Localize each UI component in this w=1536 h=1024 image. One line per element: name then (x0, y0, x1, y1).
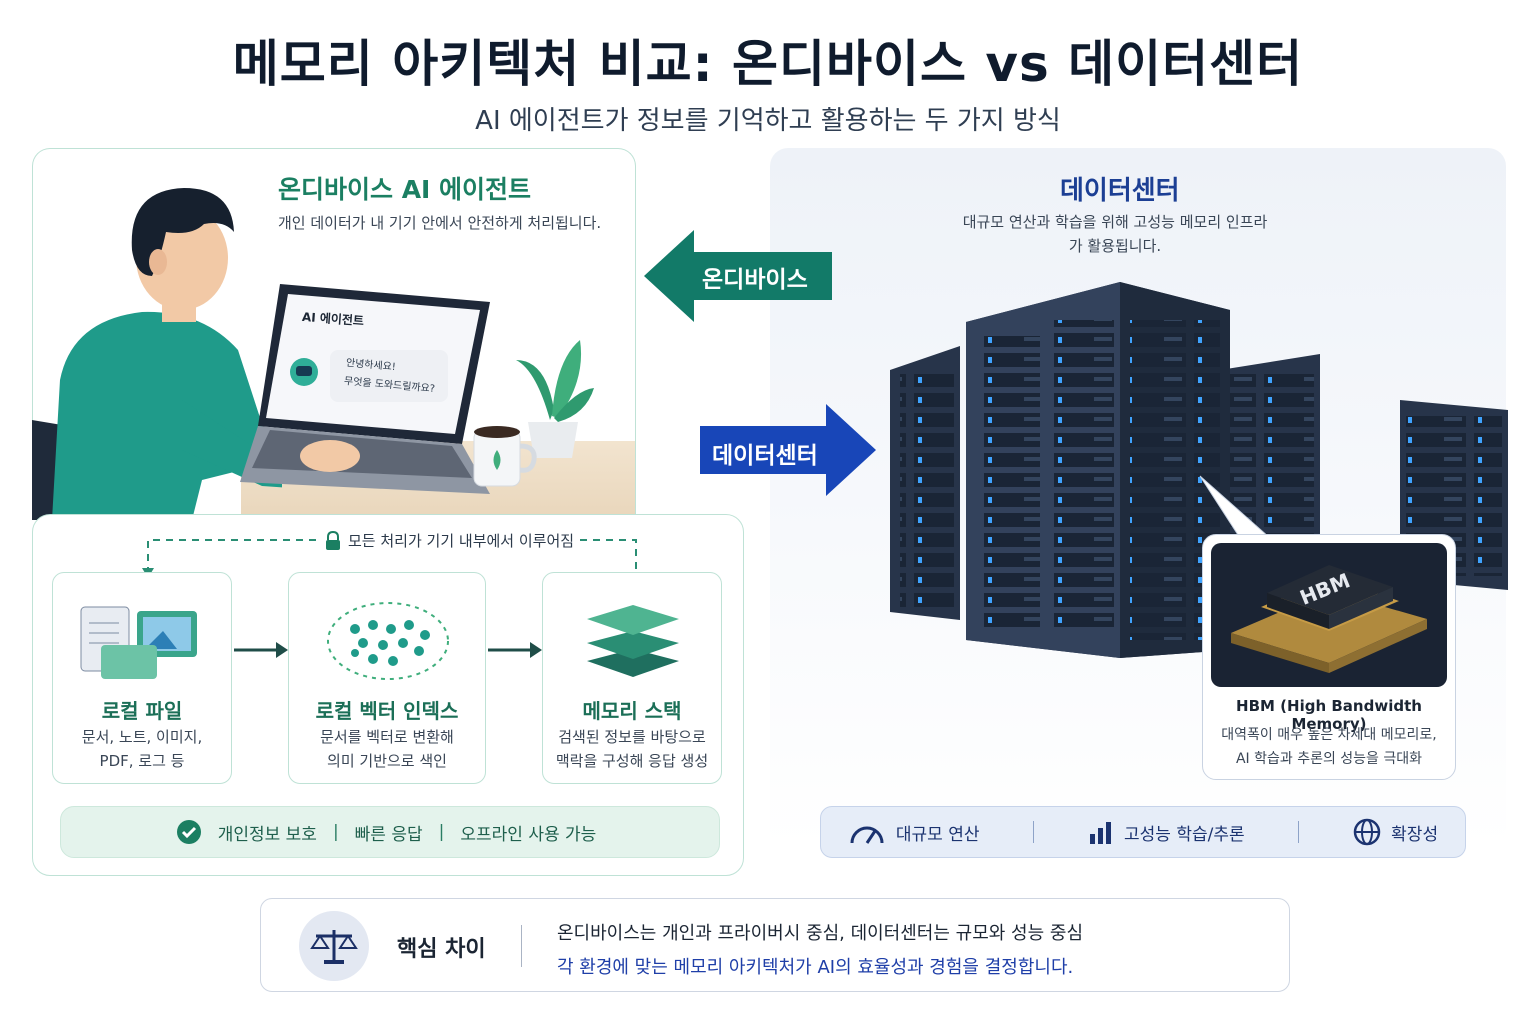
step-local-files: 로컬 파일 문서, 노트, 이미지, PDF, 로그 등 (52, 572, 232, 784)
bar-chart-icon (1090, 822, 1112, 844)
on-device-title: 온디바이스 AI 에이전트 (278, 175, 532, 204)
hbm-callout-pointer (1199, 475, 1272, 539)
step-title: 로컬 벡터 인덱스 (315, 699, 459, 723)
arrow-to-on-device (644, 230, 832, 322)
key-divider (521, 925, 522, 967)
feature-divider (1298, 821, 1300, 843)
laptop-illustration (240, 284, 490, 494)
arrow-label-on-device: 온디바이스 (702, 267, 808, 293)
key-difference-label: 핵심 차이 (397, 937, 486, 962)
step-description: 문서, 노트, 이미지, PDF, 로그 등 (81, 728, 203, 770)
benefit-fast-response: 빠른 응답 (354, 824, 423, 845)
datacenter-description: 대규모 연산과 학습을 위해 고성능 메모리 인프라가 활용됩니다. (962, 213, 1268, 255)
layers-icon (587, 605, 679, 677)
step-description: 검색된 정보를 바탕으로 맥락을 구성해 응답 생성 (555, 728, 709, 770)
datacenter-title: 데이터센터 (1060, 176, 1180, 206)
key-difference-box: 핵심 차이 온디바이스는 개인과 프라이버시 중심, 데이터센터는 규모와 성능… (260, 898, 1290, 992)
step-memory-stack: 메모리 스택 검색된 정보를 바탕으로 맥락을 구성해 응답 생성 (542, 572, 722, 784)
feature-label: 확장성 (1391, 824, 1439, 845)
benefit-privacy: 개인정보 보호 (217, 824, 317, 845)
hbm-description: 대역폭이 매우 높은 차세대 메모리로, AI 학습과 추론의 성능을 극대화 (1221, 727, 1437, 767)
feature-high-performance: 고성능 학습/추론 (1088, 820, 1245, 845)
step-title: 메모리 스택 (582, 699, 682, 723)
hbm-title: HBM (High Bandwidth Memory) (1236, 697, 1422, 733)
step-description: 문서를 벡터로 변환해 의미 기반으로 색인 (320, 728, 454, 770)
vector-dots-icon (327, 602, 449, 680)
benefit-offline: 오프라인 사용 가능 (460, 824, 597, 845)
benefit-separator: | (438, 822, 445, 842)
step-title: 로컬 파일 (101, 699, 183, 723)
feature-scalability: 확장성 (1353, 818, 1438, 846)
globe-icon (1353, 818, 1381, 846)
feature-divider (1033, 821, 1035, 843)
person-illustration (32, 188, 282, 520)
secure-processing-text: 모든 처리가 기기 내부에서 이루어짐 (348, 532, 575, 550)
mug-icon (473, 426, 537, 487)
feature-large-scale-compute: 대규모 연산 (848, 819, 980, 845)
check-circle-icon (176, 820, 201, 844)
benefit-separator: | (332, 822, 339, 842)
arrow-label-datacenter: 데이터센터 (712, 443, 818, 469)
feature-label: 고성능 학습/추론 (1124, 824, 1245, 845)
chip-icon (1231, 565, 1427, 673)
on-device-benefits: 개인정보 보호 | 빠른 응답 | 오프라인 사용 가능 (60, 806, 720, 858)
speedometer-icon (850, 826, 884, 844)
secure-processing-label: 모든 처리가 기기 내부에서 이루어짐 (318, 530, 581, 551)
lock-icon (326, 530, 340, 550)
step-local-vector-index: 로컬 벡터 인덱스 문서를 벡터로 변환해 의미 기반으로 색인 (288, 572, 486, 784)
page-subtitle: AI 에이전트가 정보를 기억하고 활용하는 두 가지 방식 (475, 106, 1061, 136)
scale-icon (299, 911, 369, 981)
key-difference-line2: 각 환경에 맞는 메모리 아키텍처가 AI의 효율성과 경험을 결정합니다. (557, 957, 1074, 978)
flow-arrow-icon (234, 642, 288, 658)
flow-arrow-icon (488, 642, 542, 658)
key-difference-line1: 온디바이스는 개인과 프라이버시 중심, 데이터센터는 규모와 성능 중심 (557, 923, 1084, 944)
hbm-chip-image (1211, 543, 1447, 687)
hands (300, 440, 360, 472)
on-device-description: 개인 데이터가 내 기기 안에서 안전하게 처리됩니다. (278, 214, 602, 232)
datacenter-features: 대규모 연산 고성능 학습/추론 확장성 (820, 806, 1466, 858)
hbm-card: HBM HBM (High Bandwidth Memory) 대역폭이 매우 … (1202, 534, 1456, 780)
feature-label: 대규모 연산 (895, 824, 980, 845)
files-icon (80, 606, 197, 679)
arrow-to-datacenter (700, 404, 876, 496)
plant-icon (516, 340, 594, 458)
page-title: 메모리 아키텍처 비교: 온디바이스 vs 데이터센터 (232, 35, 1304, 93)
